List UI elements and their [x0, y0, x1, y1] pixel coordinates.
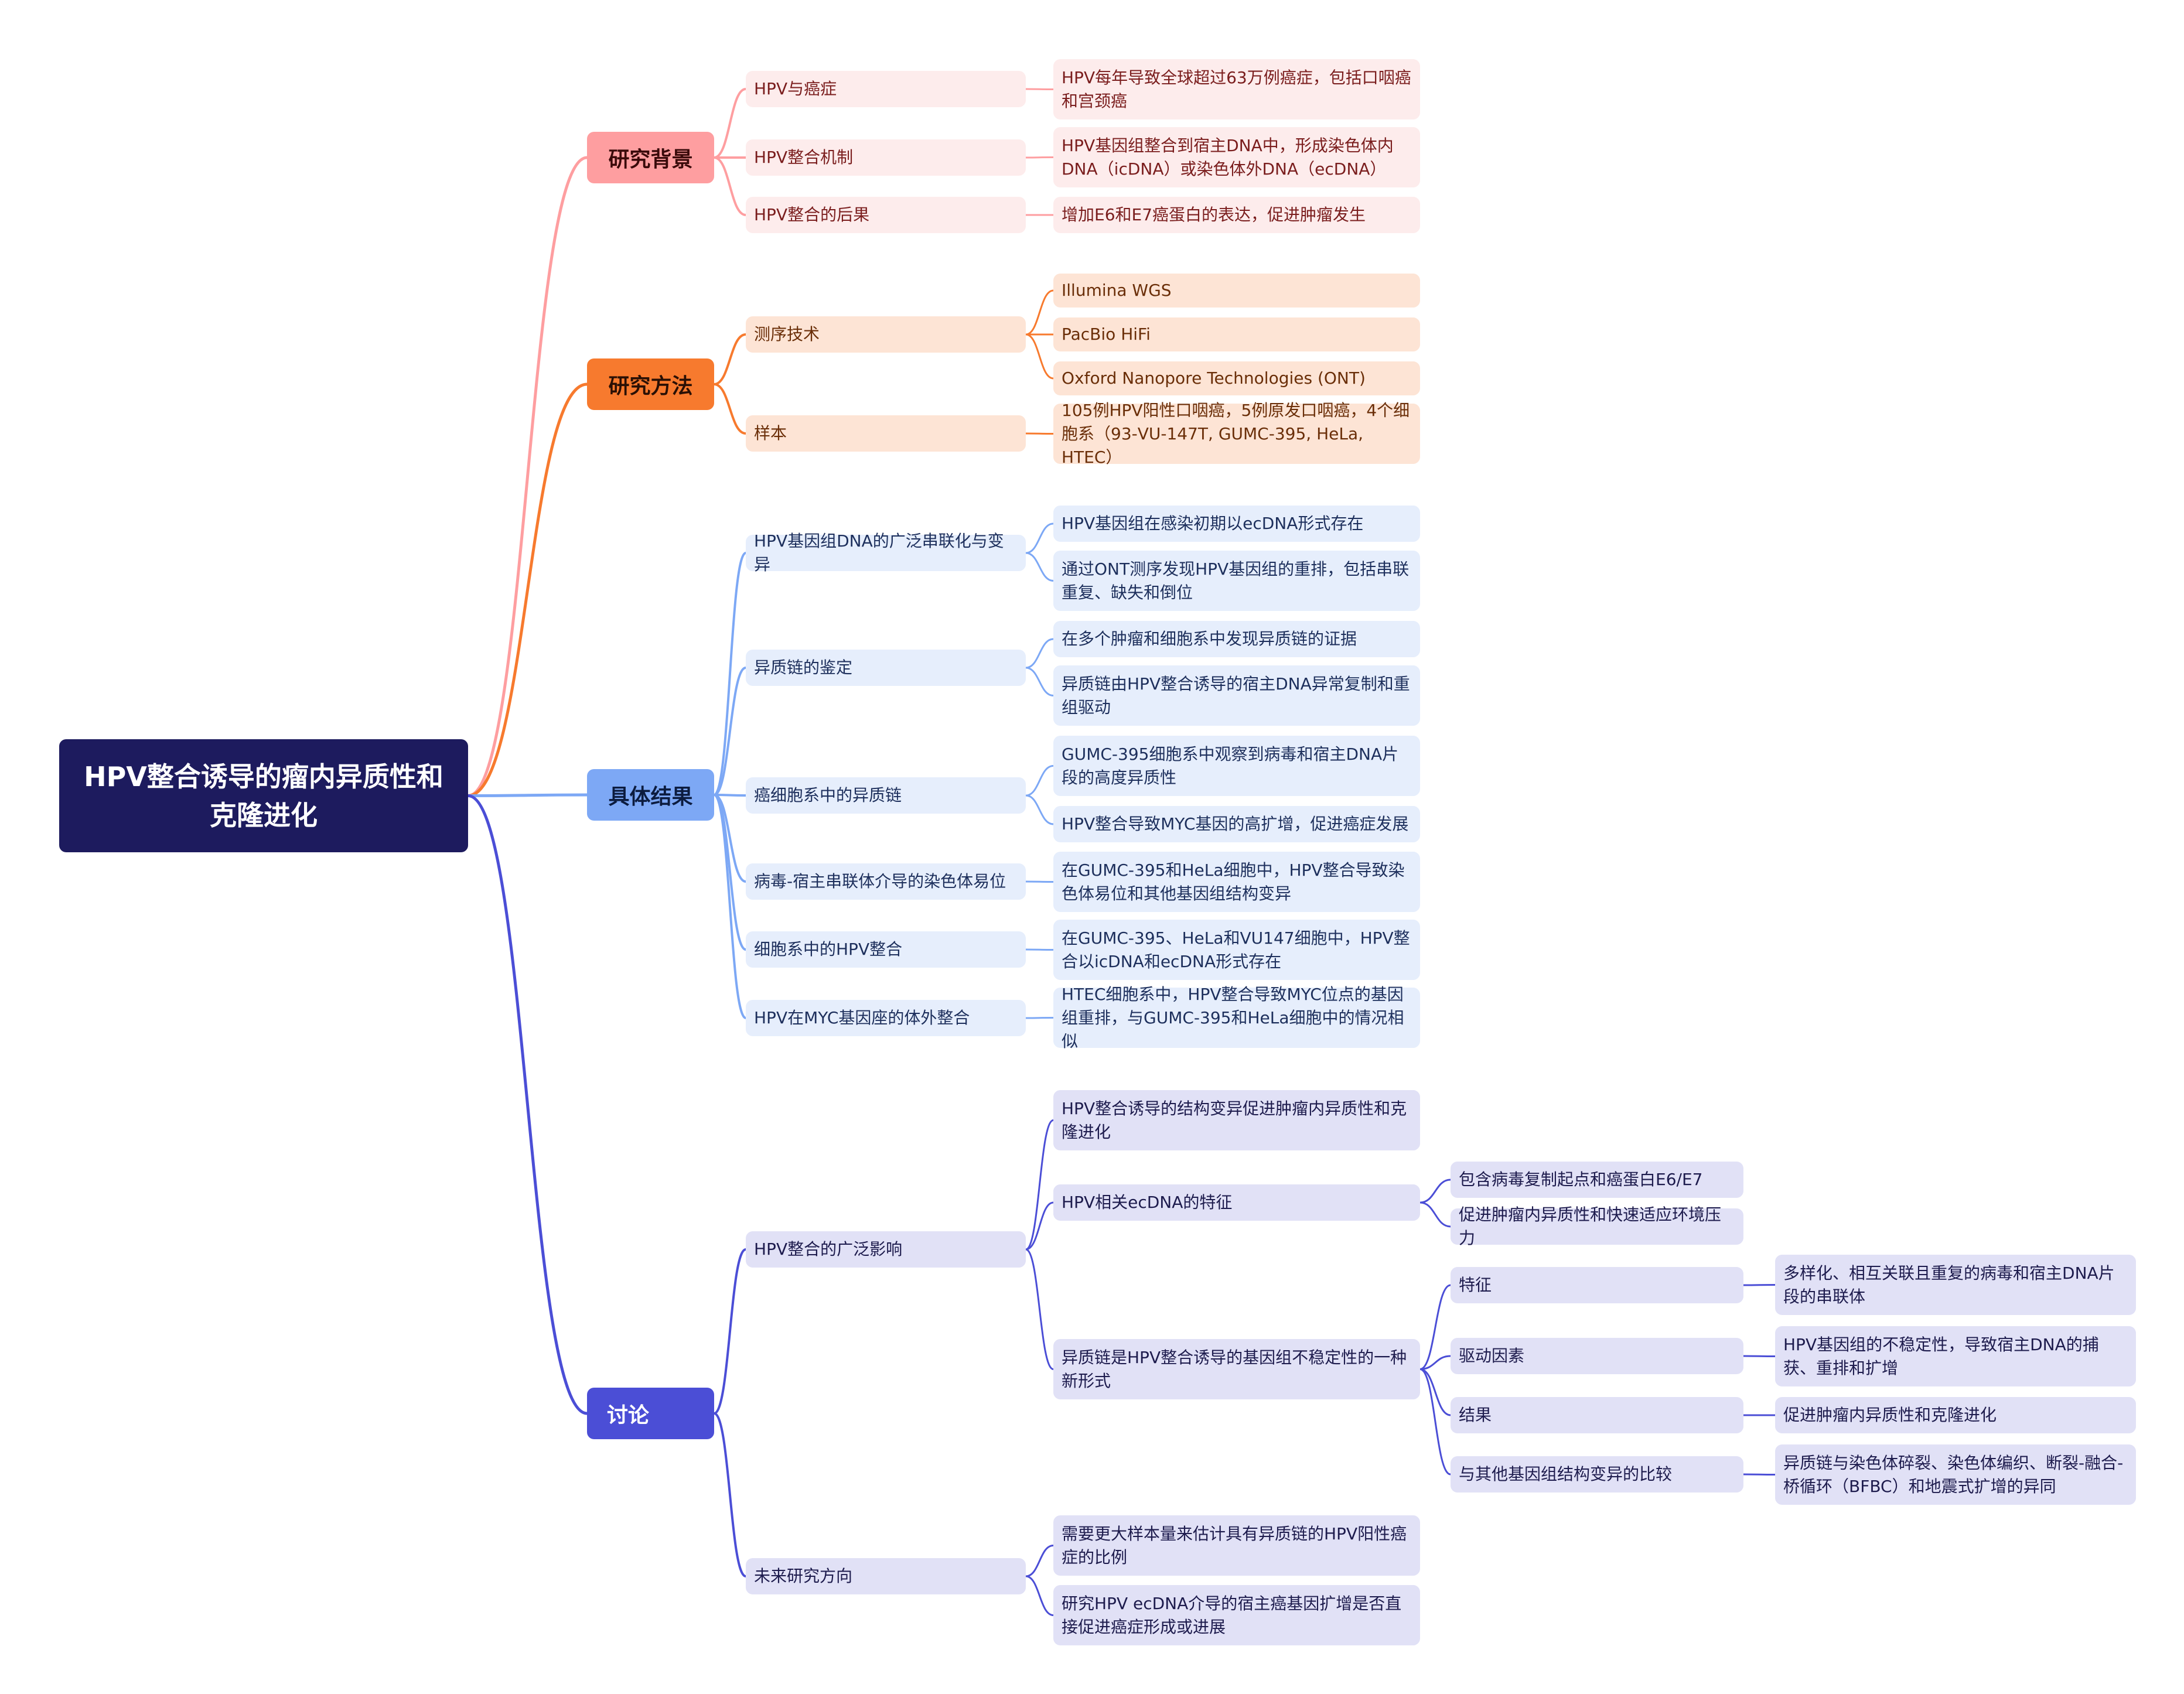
- detail-myc-amplification[interactable]: HPV整合导致MYC基因的高扩增，促进癌症发展: [1053, 806, 1420, 842]
- main-topic-background[interactable]: 研究背景: [587, 132, 714, 183]
- connector-detail-future-proportion: [1025, 1545, 1054, 1577]
- connector-detail-samples: [1025, 432, 1054, 435]
- detail-ecdna-origin[interactable]: 包含病毒复制起点和癌蛋白E6/E7: [1451, 1162, 1743, 1198]
- connector-main-topic-results: [467, 793, 588, 797]
- detail-future-proportion[interactable]: 需要更大样本量来估计具有异质链的HPV阳性癌症的比例: [1053, 1515, 1420, 1576]
- topic-sv-heterogeneity[interactable]: HPV整合诱导的结构变异促进肿瘤内异质性和克隆进化: [1053, 1090, 1420, 1150]
- connector-subtopic-myc-integration: [713, 794, 747, 1019]
- topic-comparison[interactable]: 与其他基因组结构变异的比较: [1451, 1456, 1743, 1493]
- connector-detail-driven-by: [1025, 667, 1054, 696]
- connector-main-topic-discussion: [467, 794, 588, 1415]
- root-topic[interactable]: HPV整合诱导的瘤内异质性和克隆进化: [59, 739, 468, 852]
- topic-heterocateny-instability[interactable]: 异质链是HPV整合诱导的基因组不稳定性的一种新形式: [1053, 1339, 1420, 1399]
- detail-gumc-heterogeneity[interactable]: GUMC-395细胞系中观察到病毒和宿主DNA片段的高度异质性: [1053, 736, 1420, 796]
- connector-topic-sv-heterogeneity: [1025, 1119, 1054, 1251]
- connector-subtopic-hpv-cancer: [714, 88, 746, 159]
- connector-detail-ecdna-early: [1025, 522, 1054, 554]
- detail-htec[interactable]: HTEC细胞系中，HPV整合导致MYC位点的基因组重排，与GUMC-395和He…: [1053, 985, 1420, 1051]
- connector-subtopic-heterocateny-id: [714, 667, 746, 796]
- topic-feature[interactable]: 特征: [1451, 1267, 1743, 1303]
- connector-topic-feature: [1419, 1284, 1451, 1370]
- connector-subtopic-sequencing: [714, 333, 746, 385]
- connector-detail-evidence: [1025, 638, 1054, 669]
- connector-detail-ecdna-adaptation: [1419, 1201, 1451, 1228]
- connector-detail-htec: [1025, 1017, 1054, 1019]
- detail-driven-by[interactable]: 异质链由HPV整合诱导的宿主DNA异常复制和重组驱动: [1053, 665, 1420, 726]
- subtopic-concatemer[interactable]: HPV基因组DNA的广泛串联化与变异: [746, 531, 1026, 574]
- connector-detail-driver: [1743, 1355, 1776, 1357]
- connector-topic-ecdna-features: [1025, 1201, 1054, 1251]
- connector-detail-myc-amplification: [1025, 794, 1054, 825]
- connector-detail-ont: [1025, 333, 1054, 380]
- connector-detail-comparison: [1743, 1473, 1776, 1476]
- subtopic-heterocateny-id[interactable]: 异质链的鉴定: [746, 650, 1026, 686]
- detail-ont[interactable]: Oxford Nanopore Technologies (ONT): [1053, 361, 1420, 395]
- topic-ecdna-features[interactable]: HPV相关ecDNA的特征: [1053, 1184, 1420, 1221]
- detail-ecdna-adaptation[interactable]: 促进肿瘤内异质性和快速适应环境压力: [1451, 1205, 1743, 1248]
- detail-evidence[interactable]: 在多个肿瘤和细胞系中发现异质链的证据: [1053, 621, 1420, 657]
- connector-topic-result: [1419, 1368, 1451, 1416]
- subtopic-cell-line-integration[interactable]: 细胞系中的HPV整合: [746, 931, 1026, 968]
- detail-illumina[interactable]: Illumina WGS: [1053, 274, 1420, 308]
- detail-feature[interactable]: 多样化、相互关联且重复的病毒和宿主DNA片段的串联体: [1775, 1255, 2136, 1315]
- main-topic-results[interactable]: 具体结果: [587, 769, 714, 821]
- connector-detail-gumc-heterogeneity: [1025, 765, 1054, 797]
- subtopic-samples[interactable]: 样本: [746, 415, 1026, 452]
- connector-detail-hpv-cancer: [1025, 88, 1054, 90]
- subtopic-hpv-cancer[interactable]: HPV与癌症: [746, 71, 1026, 107]
- connector-topic-heterocateny-instability: [1025, 1248, 1054, 1370]
- connector-topic-comparison: [1419, 1368, 1451, 1476]
- detail-integration-consequence[interactable]: 增加E6和E7癌蛋白的表达，促进肿瘤发生: [1053, 197, 1420, 233]
- subtopic-cell-line-heterocateny[interactable]: 癌细胞系中的异质链: [746, 777, 1026, 814]
- detail-ecdna-early[interactable]: HPV基因组在感染初期以ecDNA形式存在: [1053, 506, 1420, 542]
- connector-detail-feature: [1743, 1284, 1776, 1286]
- root-title: HPV整合诱导的瘤内异质性和克隆进化: [84, 760, 443, 831]
- detail-result[interactable]: 促进肿瘤内异质性和克隆进化: [1775, 1397, 2136, 1433]
- connector-subtopic-broad-impact: [714, 1248, 746, 1415]
- subtopic-broad-impact[interactable]: HPV整合的广泛影响: [746, 1231, 1026, 1268]
- topic-result[interactable]: 结果: [1451, 1397, 1743, 1433]
- detail-translocation[interactable]: 在GUMC-395和HeLa细胞中，HPV整合导致染色体易位和其他基因组结构变异: [1053, 852, 1420, 912]
- detail-samples[interactable]: 105例HPV阳性口咽癌，5例原发口咽癌，4个细胞系（93-VU-147T, G…: [1053, 401, 1420, 467]
- detail-future-oncogene[interactable]: 研究HPV ecDNA介导的宿主癌基因扩增是否直接促进癌症形成或进展: [1053, 1585, 1420, 1645]
- connector-subtopic-future-directions: [714, 1412, 746, 1577]
- subtopic-integration-consequence[interactable]: HPV整合的后果: [746, 197, 1026, 233]
- connector-subtopic-samples: [714, 383, 746, 435]
- connector-subtopic-cell-line-integration: [714, 794, 746, 951]
- connector-main-topic-background: [467, 156, 588, 797]
- detail-icdna-ecdna[interactable]: 在GUMC-395、HeLa和VU147细胞中，HPV整合以icDNA和ecDN…: [1053, 920, 1420, 980]
- main-topic-methods[interactable]: 研究方法: [587, 358, 714, 410]
- connector-subtopic-concatemer: [713, 552, 747, 796]
- main-topic-discussion[interactable]: 讨论: [587, 1388, 714, 1439]
- detail-ont-rearrangement[interactable]: 通过ONT测序发现HPV基因组的重排，包括串联重复、缺失和倒位: [1053, 551, 1420, 611]
- connector-detail-illumina: [1025, 289, 1054, 336]
- connector-detail-ont-rearrangement: [1025, 552, 1054, 582]
- detail-pacbio[interactable]: PacBio HiFi: [1053, 317, 1420, 351]
- detail-hpv-cancer[interactable]: HPV每年导致全球超过63万例癌症，包括口咽癌和宫颈癌: [1053, 59, 1420, 119]
- detail-driver[interactable]: HPV基因组的不稳定性，导致宿主DNA的捕获、重排和扩增: [1775, 1326, 2136, 1386]
- subtopic-translocation[interactable]: 病毒-宿主串联体介导的染色体易位: [746, 863, 1026, 900]
- detail-integration-mechanism[interactable]: HPV基因组整合到宿主DNA中，形成染色体内DNA（icDNA）或染色体外DNA…: [1053, 127, 1420, 187]
- connector-main-topic-methods: [467, 382, 588, 797]
- connector-subtopic-integration-consequence: [714, 156, 746, 216]
- connector-topic-driver: [1419, 1355, 1451, 1370]
- connector-detail-future-oncogene: [1025, 1575, 1054, 1616]
- detail-comparison[interactable]: 异质链与染色体碎裂、染色体编织、断裂-融合-桥循环（BFBC）和地震式扩增的异同: [1775, 1444, 2136, 1505]
- subtopic-sequencing[interactable]: 测序技术: [746, 316, 1026, 353]
- connector-detail-ecdna-origin: [1419, 1179, 1451, 1204]
- subtopic-future-directions[interactable]: 未来研究方向: [746, 1558, 1026, 1594]
- subtopic-integration-mechanism[interactable]: HPV整合机制: [746, 139, 1026, 176]
- subtopic-myc-integration[interactable]: HPV在MYC基因座的体外整合: [746, 1000, 1026, 1036]
- topic-driver[interactable]: 驱动因素: [1451, 1338, 1743, 1374]
